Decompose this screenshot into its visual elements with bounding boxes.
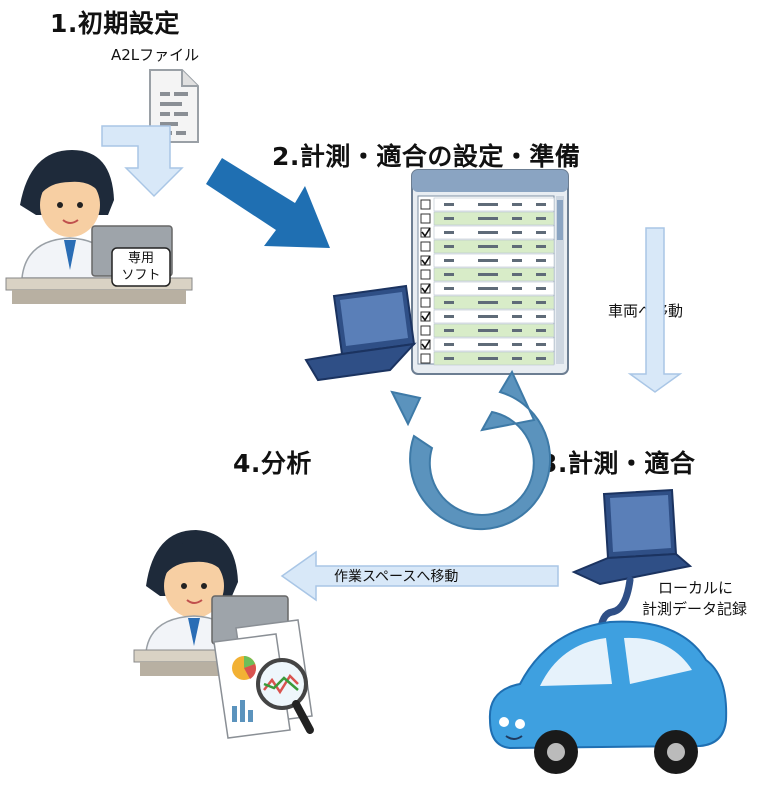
spreadsheet-rows (420, 197, 555, 366)
cell-placeholder (444, 259, 454, 262)
cell-placeholder (444, 231, 454, 234)
checkbox-icon (420, 325, 431, 336)
cell-placeholder (512, 203, 522, 206)
car-icon (488, 620, 728, 774)
checkbox-icon (420, 227, 431, 238)
software-label: 専用 ソフト (112, 250, 170, 284)
checkbox-icon (420, 283, 431, 294)
cell-placeholder (536, 315, 546, 318)
checkbox-icon (420, 297, 431, 308)
checkbox-icon (420, 255, 431, 266)
software-label-line2: ソフト (121, 268, 161, 283)
cell-placeholder (536, 217, 546, 220)
checkbox-icon (420, 339, 431, 350)
cell-placeholder (444, 343, 454, 346)
cell-placeholder (444, 203, 454, 206)
cell-placeholder (478, 329, 498, 332)
cell-placeholder (444, 217, 454, 220)
software-label-line1: 専用 (127, 251, 154, 266)
cell-placeholder (512, 259, 522, 262)
check-mark-icon (421, 283, 431, 294)
check-mark-icon (421, 227, 431, 238)
cell-placeholder (444, 273, 454, 276)
doc-to-software-arrow (101, 125, 184, 198)
checkbox-icon (420, 353, 431, 364)
report-magnifier-icon (213, 619, 314, 739)
cell-placeholder (478, 287, 498, 290)
cell-placeholder (536, 357, 546, 360)
cell-placeholder (512, 231, 522, 234)
cell-placeholder (444, 245, 454, 248)
check-mark-icon (421, 255, 431, 266)
cell-placeholder (512, 301, 522, 304)
cell-placeholder (512, 287, 522, 290)
checkbox-icon (420, 213, 431, 224)
cell-placeholder (478, 273, 498, 276)
cell-placeholder (536, 301, 546, 304)
check-mark-icon (421, 311, 431, 322)
move-to-workspace-label: 作業スペースへ移動 (334, 569, 459, 585)
cell-placeholder (536, 329, 546, 332)
cell-placeholder (536, 203, 546, 206)
cell-placeholder (512, 343, 522, 346)
cell-placeholder (536, 287, 546, 290)
cell-placeholder (444, 357, 454, 360)
step4-title: 4.分析 (233, 449, 312, 478)
cell-placeholder (536, 245, 546, 248)
checkbox-icon (420, 199, 431, 210)
cell-placeholder (478, 259, 498, 262)
blue-arrow (206, 158, 330, 248)
cell-placeholder (536, 343, 546, 346)
cell-placeholder (478, 301, 498, 304)
checkbox-icon (420, 241, 431, 252)
cell-placeholder (512, 217, 522, 220)
cell-placeholder (536, 273, 546, 276)
local-record-line1: ローカルに (658, 579, 734, 597)
cell-placeholder (512, 273, 522, 276)
move-to-workspace-arrow (280, 550, 559, 602)
cell-placeholder (478, 203, 498, 206)
cell-placeholder (444, 329, 454, 332)
step3-title: 3.計測・適合 (540, 449, 696, 478)
move-to-vehicle-arrow (627, 227, 683, 393)
software-box (111, 247, 171, 287)
cell-placeholder (478, 245, 498, 248)
checkbox-icon (420, 311, 431, 322)
cell-placeholder (512, 357, 522, 360)
step2-title: 2.計測・適合の設定・準備 (272, 142, 581, 171)
cell-placeholder (444, 315, 454, 318)
cell-placeholder (512, 315, 522, 318)
cell-placeholder (478, 231, 498, 234)
cycle-arrow-icon (390, 369, 552, 531)
cell-placeholder (478, 217, 498, 220)
cell-placeholder (478, 315, 498, 318)
cell-placeholder (444, 301, 454, 304)
a2l-file-label: A2Lファイル (111, 46, 200, 64)
check-mark-icon (421, 339, 431, 350)
local-record-line2: 計測データ記録 (642, 600, 748, 618)
laptop-icon (304, 284, 417, 382)
cell-placeholder (512, 329, 522, 332)
laptop-icon (571, 488, 693, 586)
document-icon (149, 69, 199, 143)
cell-placeholder (536, 259, 546, 262)
step1-title: 1.初期設定 (50, 9, 180, 38)
cell-placeholder (444, 287, 454, 290)
checkbox-icon (420, 269, 431, 280)
cell-placeholder (478, 343, 498, 346)
cell-placeholder (536, 231, 546, 234)
cell-placeholder (478, 357, 498, 360)
cell-placeholder (512, 245, 522, 248)
